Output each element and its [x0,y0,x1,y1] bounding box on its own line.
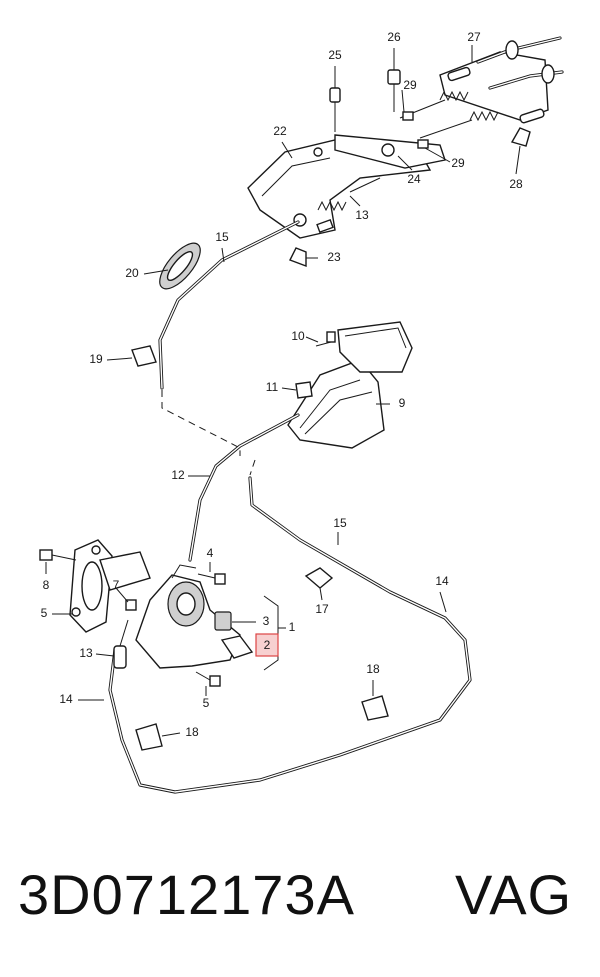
callout-23: 23 [327,250,341,264]
callout-24: 24 [407,172,421,186]
callout-9: 7 [113,578,120,592]
callout-20: 20 [125,266,139,280]
part-number: 3D0712173A [18,863,355,926]
callout-19: 19 [89,352,103,366]
handle-assembly [287,321,413,449]
callout-4: 4 [207,546,214,560]
exploded-parts-diagram: 25 26 27 29 29 22 24 13 28 23 15 20 19 1… [39,30,564,794]
callout-28: 28 [509,177,523,191]
callout-17a: 18 [185,725,199,739]
callout-7: 5 [41,606,48,620]
callout-13: 12 [171,468,185,482]
callout-11: 10 [291,329,305,343]
callout-1: 1 [289,620,296,634]
callout-26: 26 [387,30,401,44]
callout-labels: 25 26 27 29 29 22 24 13 28 23 15 20 19 1… [41,30,523,739]
callout-8: 8 [43,578,50,592]
callout-12: 11 [266,380,279,394]
brand-name: VAG [455,863,573,926]
callout-27: 27 [467,30,481,44]
callout-14b: 13 [79,646,93,660]
callout-15a: 14 [435,574,449,588]
callout-10: 9 [399,396,406,410]
cable-16-upper [158,220,300,390]
highlight-box [255,633,279,657]
callout-3: 3 [263,614,270,628]
callout-16b: 15 [333,516,347,530]
callout-15b: 14 [59,692,73,706]
callout-17b: 18 [366,662,380,676]
callout-29a: 29 [403,78,417,92]
callout-25: 25 [328,48,342,62]
callout-16a: 15 [215,230,229,244]
callout-2: 2 [264,638,271,652]
leader-lines [45,45,521,737]
lever-mechanism [39,539,389,751]
callout-18: 17 [315,602,329,616]
upper-bracket-assembly [131,36,564,367]
callout-29b: 29 [451,156,465,170]
callout-5: 5 [203,696,210,710]
callout-22: 22 [273,124,287,138]
callout-14a: 13 [355,208,369,222]
